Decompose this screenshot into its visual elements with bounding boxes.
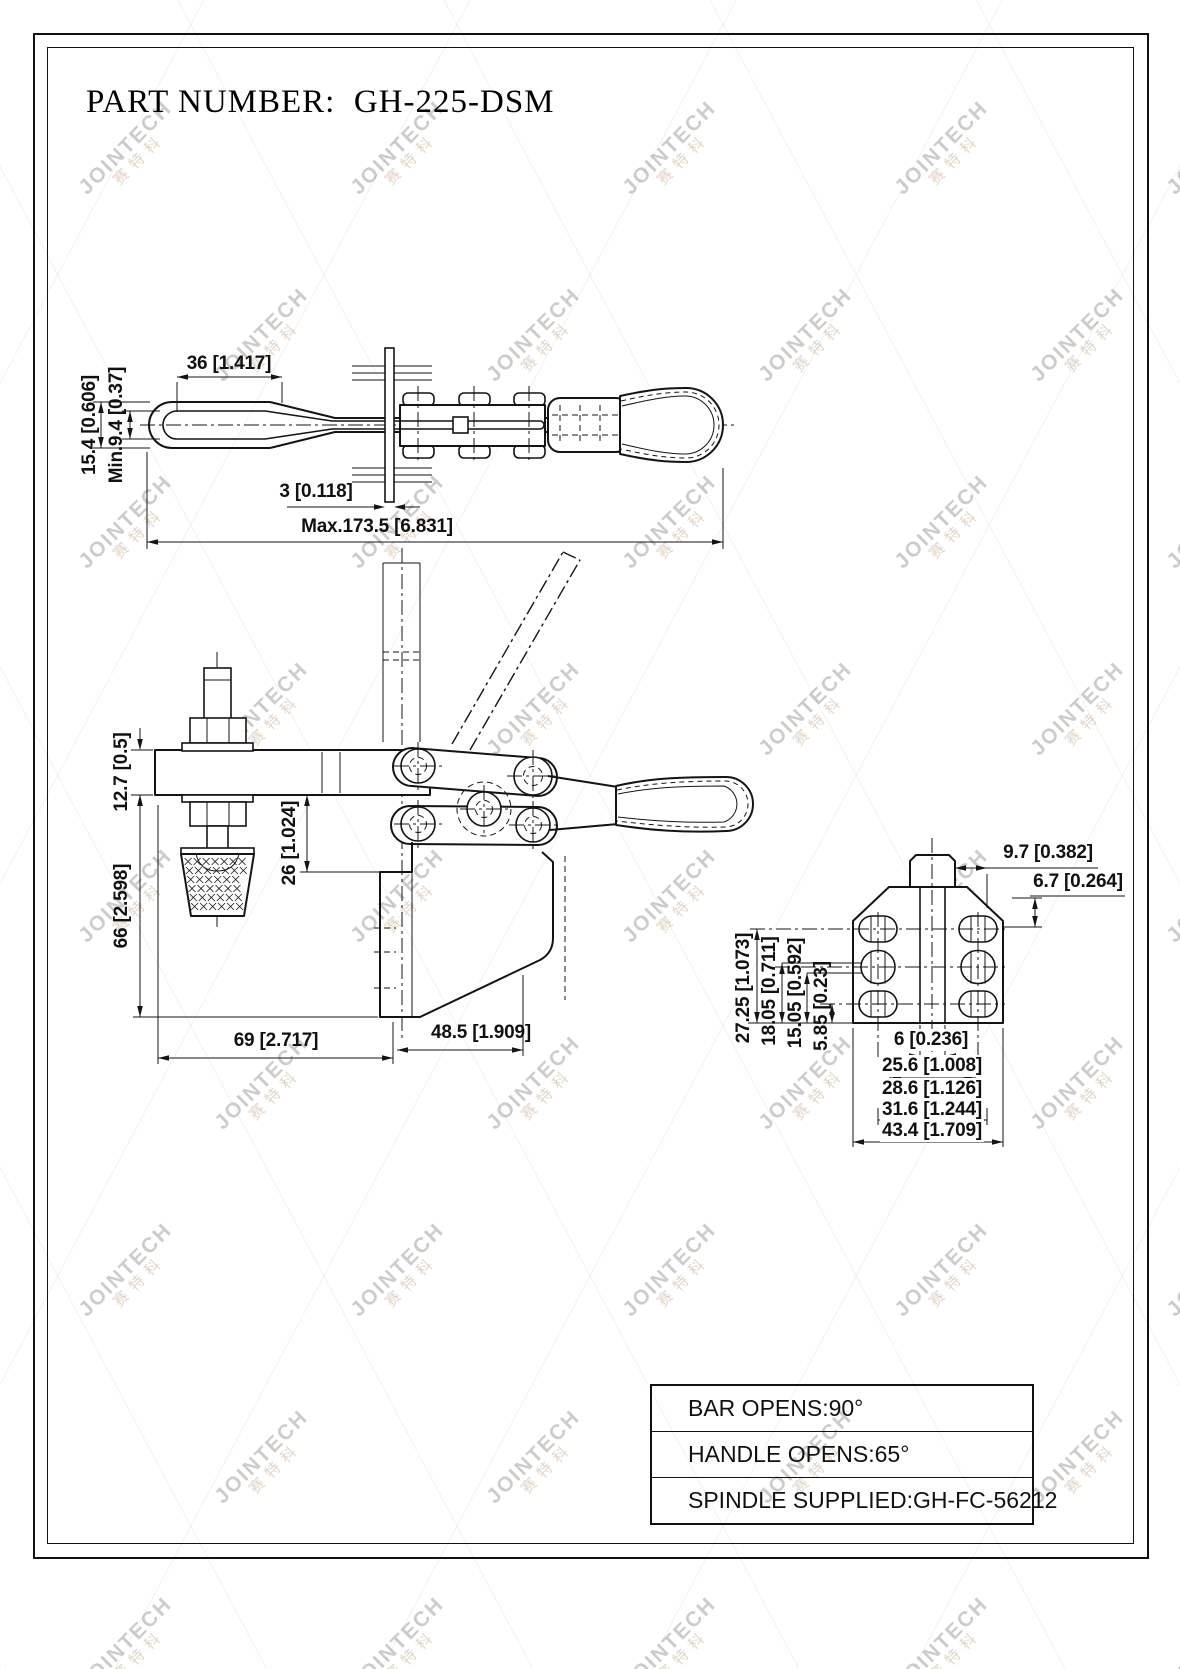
spec-row-handle-opens: HANDLE OPENS:65° <box>652 1431 1032 1477</box>
dim-top-min-9-4: Min.9.4 [0.37] <box>106 366 127 484</box>
dim-end-27-25: 27.25 [1.073] <box>733 932 754 1044</box>
dim-top-height-15-4: 15.4 [0.606] <box>79 374 100 476</box>
dim-end-18-05: 18.05 [0.711] <box>759 936 780 1046</box>
dim-end-15-05: 15.05 [0.592] <box>785 937 806 1049</box>
dim-side-12-7: 12.7 [0.5] <box>111 732 132 812</box>
dim-side-69: 69 [2.717] <box>233 1030 319 1051</box>
dim-end-31-6: 31.6 [1.244] <box>879 1099 985 1121</box>
dim-end-6-7: 6.7 [0.264] <box>1033 871 1123 892</box>
dim-side-66: 66 [2.598] <box>111 863 132 949</box>
spec-table: BAR OPENS:90° HANDLE OPENS:65° SPINDLE S… <box>650 1384 1057 1525</box>
spec-row-bar-opens: BAR OPENS:90° <box>688 1395 864 1421</box>
dim-end-28-6: 28.6 [1.126] <box>879 1078 985 1100</box>
dim-side-26: 26 [1.024] <box>279 800 300 886</box>
dim-top-bar-3: 3 [0.118] <box>279 481 353 502</box>
dim-end-43-4: 43.4 [1.709] <box>879 1120 985 1142</box>
spec-row-spindle-supplied: SPINDLE SUPPLIED:GH-FC-56212 <box>652 1477 1057 1523</box>
sheet-border-inner <box>47 47 1134 1544</box>
sheet-border-outer <box>33 33 1149 1559</box>
dim-end-6: 6 [0.236] <box>891 1029 971 1051</box>
dim-top-max-173-5: Max.173.5 [6.831] <box>301 516 453 537</box>
dim-end-9-7: 9.7 [0.382] <box>1003 842 1093 863</box>
dim-end-25-6: 25.6 [1.008] <box>879 1055 985 1077</box>
part-number-title: PART NUMBER: GH-225-DSM <box>86 84 555 120</box>
dim-top-width-36: 36 [1.417] <box>186 353 272 374</box>
dim-side-48-5: 48.5 [1.909] <box>430 1022 532 1043</box>
dim-end-5-85: 5.85 [0.23] <box>811 961 832 1051</box>
